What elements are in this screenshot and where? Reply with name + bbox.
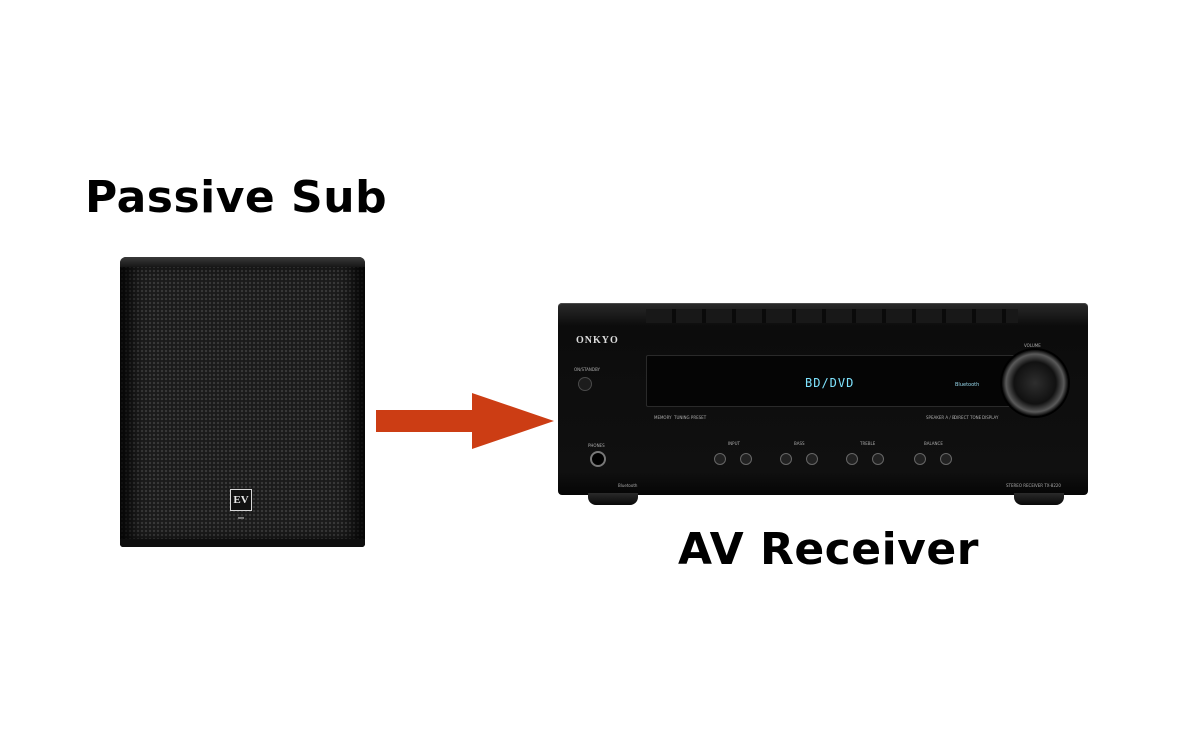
av-receiver-label: AV Receiver <box>678 524 979 575</box>
speaker-label: SPEAKER A / B <box>926 415 955 420</box>
input-label: INPUT <box>728 441 740 446</box>
tuning-label: TUNING PRESET <box>674 415 707 420</box>
ev-logo: EV <box>230 489 252 511</box>
bass-up-button <box>806 453 818 465</box>
connection-arrow-icon <box>376 393 554 449</box>
direct-label: DIRECT TONE <box>954 415 982 420</box>
model-label: STEREO RECEIVER TX-8220 <box>1006 483 1061 488</box>
bluetooth-label: Bluetooth <box>618 483 638 488</box>
treble-down-button <box>846 453 858 465</box>
display-label: DISPLAY <box>982 415 999 420</box>
input-up-button <box>740 453 752 465</box>
phones-label: PHONES <box>588 443 605 448</box>
balance-left-button <box>914 453 926 465</box>
receiver-display: BD/DVD Bluetooth <box>646 355 1020 407</box>
treble-label: TREBLE <box>860 441 876 446</box>
balance-right-button <box>940 453 952 465</box>
memory-label: MEMORY <box>654 415 672 420</box>
treble-up-button <box>872 453 884 465</box>
volume-label: VOLUME <box>1024 343 1041 348</box>
power-button <box>578 377 592 391</box>
headphone-jack-icon <box>590 451 606 467</box>
display-bluetooth: Bluetooth <box>955 382 980 388</box>
balance-label: BALANCE <box>924 441 943 446</box>
receiver-brand: ONKYO <box>576 335 619 346</box>
passive-sub-label: Passive Sub <box>85 172 388 223</box>
av-receiver-image: ONKYO ON/STANDBY BD/DVD Bluetooth MEMORY… <box>558 303 1088 508</box>
power-label: ON/STANDBY <box>574 367 600 372</box>
display-text: BD/DVD <box>805 376 855 390</box>
bass-down-button <box>780 453 792 465</box>
bass-label: BASS <box>794 441 805 446</box>
input-down-button <box>714 453 726 465</box>
volume-knob-icon <box>1002 350 1068 416</box>
passive-subwoofer-image: EV <box>120 257 365 547</box>
